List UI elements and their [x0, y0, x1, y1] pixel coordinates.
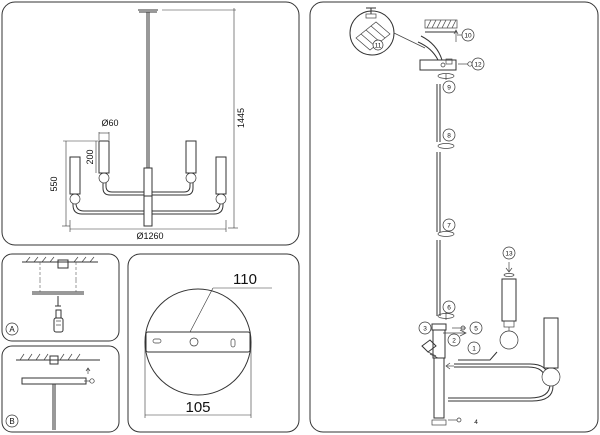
- cup-diameter-label: Ø60: [101, 118, 118, 128]
- plate-slot-right: [230, 338, 236, 348]
- step-b-badge: [5, 414, 19, 428]
- step-a-badge: [5, 322, 19, 336]
- shade-outer-left: [69, 156, 81, 195]
- terminal-block: [355, 21, 391, 51]
- assembly-body: [433, 357, 445, 419]
- shade-ring: [503, 273, 515, 277]
- assembly-canopy: [419, 59, 457, 71]
- callout-2-label: 2: [452, 338, 456, 345]
- callout-7-label: 7: [447, 223, 451, 230]
- callout-8: [442, 128, 456, 142]
- body-height-label: 550: [49, 176, 59, 191]
- step-b-panel: B: [1, 345, 120, 433]
- step-a-label: A: [9, 325, 15, 334]
- canopy-nut: [445, 58, 453, 65]
- assembly-panel: 10 11 12 9 8 7 6 13 5 3 2 1 4: [309, 1, 599, 433]
- lamp-bulb-right: [541, 367, 561, 387]
- plate-slot-left: [152, 338, 162, 344]
- inner-arm-right: [152, 178, 191, 193]
- zoom-leader: [393, 32, 426, 49]
- total-height-label: 1445: [236, 108, 246, 128]
- dimensions-panel: 1445 550 200 Ø60 Ø1260: [1, 1, 300, 246]
- width-label: Ø1260: [136, 231, 163, 241]
- callout-13: [502, 246, 516, 260]
- plate-center-hole: [189, 337, 199, 347]
- callout-10-label: 10: [464, 33, 472, 40]
- step-a-frame: [1, 253, 120, 342]
- callout-11: [372, 39, 384, 51]
- shade-height-label: 200: [85, 149, 95, 164]
- middle-arm: [458, 351, 498, 361]
- callout-3-label: 3: [423, 326, 427, 333]
- callout-9-label: 9: [447, 85, 451, 92]
- callout-6-label: 6: [447, 305, 451, 312]
- callout-3: [418, 321, 432, 335]
- shade-inner-right: [185, 140, 197, 174]
- shade-outer-right: [215, 156, 227, 195]
- inner-arm-left: [105, 178, 144, 193]
- step-b-frame: [1, 345, 120, 433]
- dimensions-panel-frame: [1, 1, 300, 246]
- mounting-plate-panel: 110 105: [127, 253, 300, 433]
- step-a-panel: A: [1, 253, 120, 342]
- lower-arm: [448, 383, 551, 399]
- bulb-outer-left: [69, 193, 81, 205]
- supply-wire: [417, 41, 439, 61]
- part-callouts: 10 11 12 9 8 7 6 13 5 3 2 1 4: [372, 28, 516, 426]
- plate-width-label: 110: [233, 271, 257, 288]
- callout-2: [447, 333, 461, 347]
- central-body: [143, 167, 153, 227]
- bottom-finial: [431, 419, 447, 426]
- bulb-inner-left: [98, 172, 110, 184]
- wire-connector: [421, 339, 437, 353]
- callout-13-label: 13: [505, 251, 513, 258]
- bulb-inner-right: [185, 172, 197, 184]
- callout-5-label: 5: [474, 326, 478, 333]
- callout-4-label: 4: [474, 419, 478, 426]
- callout-7: [442, 218, 456, 232]
- ceiling-box: [57, 259, 69, 269]
- mounting-plate: [145, 331, 251, 353]
- step-b-label: B: [9, 417, 14, 426]
- lamp-shade-right: [543, 317, 559, 369]
- callout-8-label: 8: [447, 133, 451, 140]
- callout-12: [471, 57, 485, 71]
- shade-inner-left: [98, 140, 110, 174]
- bulb-outer-right: [215, 193, 227, 205]
- callout-9: [442, 80, 456, 94]
- callout-1: [467, 341, 481, 355]
- plate-width-leader: [189, 287, 214, 333]
- callout-6: [442, 300, 456, 314]
- lamp-bulb-middle: [499, 330, 519, 350]
- callout-11-label: 11: [375, 43, 382, 50]
- canopy-diameter-label: 105: [185, 399, 210, 416]
- callout-1-label: 1: [472, 346, 476, 353]
- callout-5: [469, 321, 483, 335]
- assembly-panel-frame: [309, 1, 599, 433]
- callout-12-label: 12: [474, 62, 482, 69]
